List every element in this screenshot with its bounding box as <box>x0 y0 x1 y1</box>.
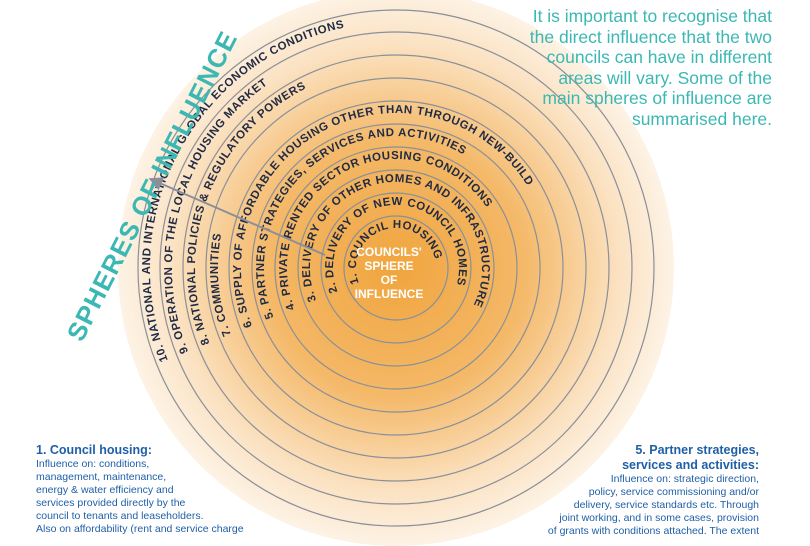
note-line: management, maintenance, <box>36 471 167 483</box>
note-line: joint working, and in some cases, provis… <box>559 512 759 524</box>
note-line: policy, service commissioning and/or <box>588 486 759 498</box>
background-sphere <box>118 0 674 546</box>
centre-label-line: COUNCILS' <box>356 245 422 259</box>
council-housing-note: 1. Council housing: Influence on: condit… <box>36 443 276 536</box>
ring-outline <box>182 54 610 482</box>
ring-outline <box>137 9 655 527</box>
ring-outline <box>320 192 472 344</box>
partner-strategies-note: 5. Partner strategies, services and acti… <box>509 443 759 538</box>
note-line: Influence on: strategic direction, <box>610 473 759 485</box>
ring-outline <box>159 31 633 505</box>
centre-label-line: OF <box>381 273 398 287</box>
centre-label-line: INFLUENCE <box>355 287 424 301</box>
note-heading: 5. Partner strategies, <box>635 443 759 457</box>
note-heading: 1. Council housing: <box>36 443 152 457</box>
note-line: of grants with conditions attached. The … <box>547 525 759 537</box>
note-line: energy & water efficiency and <box>36 484 174 496</box>
note-line: Influence on: conditions, <box>36 458 150 470</box>
ring-outline <box>274 146 518 390</box>
note-line: council to tenants and leaseholders. <box>36 510 204 522</box>
note-line: delivery, service standards etc. Through <box>573 499 759 511</box>
note-line: Also on affordability (rent and service … <box>36 523 244 535</box>
centre-label: COUNCILS' SPHERE OF INFLUENCE <box>355 245 424 301</box>
influence-arrow <box>148 177 326 256</box>
note-heading: services and activities: <box>622 458 759 472</box>
ring-outline <box>228 100 564 436</box>
intro-text: It is important to recognise that the di… <box>529 6 772 129</box>
centre-label-line: SPHERE <box>364 259 413 273</box>
ring-outline <box>343 215 449 321</box>
ring-outline <box>297 169 495 367</box>
ring-outline <box>205 77 587 459</box>
ring-outline <box>251 123 541 413</box>
note-line: services provided directly by the <box>36 497 186 509</box>
